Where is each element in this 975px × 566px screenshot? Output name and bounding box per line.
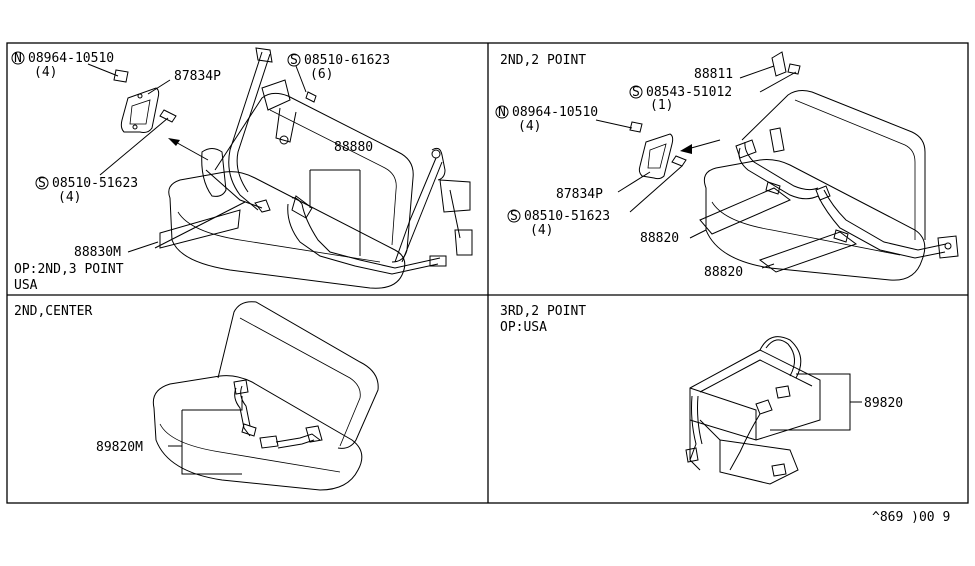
n-prefix-circle — [11, 51, 25, 65]
footer-code: ^869 )00 9 — [872, 510, 950, 525]
n-prefix-label: N — [14, 51, 22, 66]
nut-icon-left — [113, 69, 129, 83]
br-subtitle: OP:USA — [500, 320, 547, 335]
guide-bracket-right — [638, 133, 674, 180]
bl-belt-label: 89820M — [96, 440, 143, 455]
tr-s-mid-label: 08510-51623 — [524, 209, 610, 224]
bl-title: 2ND,CENTER — [14, 304, 92, 319]
bolt-icon — [787, 63, 801, 75]
tr-clip-label: 88811 — [694, 67, 733, 82]
br-belt-label: 89820 — [864, 396, 903, 411]
tl-s-top-label: 08510-61623 — [304, 53, 390, 68]
s-prefix-label: S — [632, 85, 640, 100]
nut-icon-right — [629, 121, 643, 133]
panel-top-right: 2ND,2 POINT — [495, 51, 959, 281]
bl-seat-cushion-outline — [152, 375, 363, 491]
tr-seat-cushion-outline — [703, 159, 926, 281]
seat-back-outline — [214, 92, 414, 263]
tr-s-mid-qty-label: (4) — [530, 223, 553, 238]
tr-guide-label: 87834P — [556, 187, 603, 202]
clip-icon — [771, 51, 787, 77]
retractor-left — [201, 148, 227, 197]
buckle-icon — [259, 435, 279, 449]
tr-n-qty-label: (4) — [518, 119, 541, 134]
s-prefix-label: S — [510, 209, 518, 224]
tr-belt-b-label: 88820 — [704, 265, 743, 280]
tr-s-top-label: 08543-51012 — [646, 85, 732, 100]
tl-note2-label: USA — [14, 278, 38, 293]
tl-s-mid-label: 08510-51623 — [52, 176, 138, 191]
tr-belt-a-label: 88820 — [640, 231, 679, 246]
s-prefix-label: S — [38, 176, 46, 191]
bl-seat-back-outline — [217, 301, 379, 449]
panel-top-left: N 08964-10510 (4) 87834P S 08510-61623 (… — [11, 47, 473, 293]
tl-guide-label: 87834P — [174, 69, 221, 84]
guide-bracket-left — [120, 87, 160, 133]
tr-n-part-label: 08964-10510 — [512, 105, 598, 120]
direction-arrow-left — [171, 139, 209, 161]
n-prefix-label: N — [498, 105, 506, 120]
retractor-right — [439, 179, 471, 213]
tl-note1-label: OP:2ND,3 POINT — [14, 262, 124, 277]
tl-n-qty-label: (4) — [34, 65, 57, 80]
buckle-tongue — [291, 195, 313, 219]
br-title: 3RD,2 POINT — [500, 304, 586, 319]
bolt-icon — [305, 91, 317, 103]
tl-n-part-label: 08964-10510 — [28, 51, 114, 66]
panel-bottom-right: 3RD,2 POINT OP:USA 89820 — [500, 304, 903, 485]
seat-cushion-outline — [168, 171, 406, 289]
screw-icon-left — [159, 109, 177, 123]
tl-belt-lower-label: 88830M — [74, 245, 121, 260]
tr-title: 2ND,2 POINT — [500, 53, 586, 68]
tl-s-mid-qty-label: (4) — [58, 190, 81, 205]
tl-s-top-qty-label: (6) — [310, 67, 333, 82]
s-prefix-label: S — [290, 53, 298, 68]
upper-anchor — [255, 47, 273, 63]
screw-icon-right — [671, 155, 687, 167]
panel-bottom-left: 2ND,CENTER 89820M — [14, 301, 379, 491]
tr-seat-back-outline — [741, 90, 926, 240]
tr-s-top-qty-label: (1) — [650, 98, 673, 113]
tl-belt-upper-label: 88880 — [334, 140, 373, 155]
